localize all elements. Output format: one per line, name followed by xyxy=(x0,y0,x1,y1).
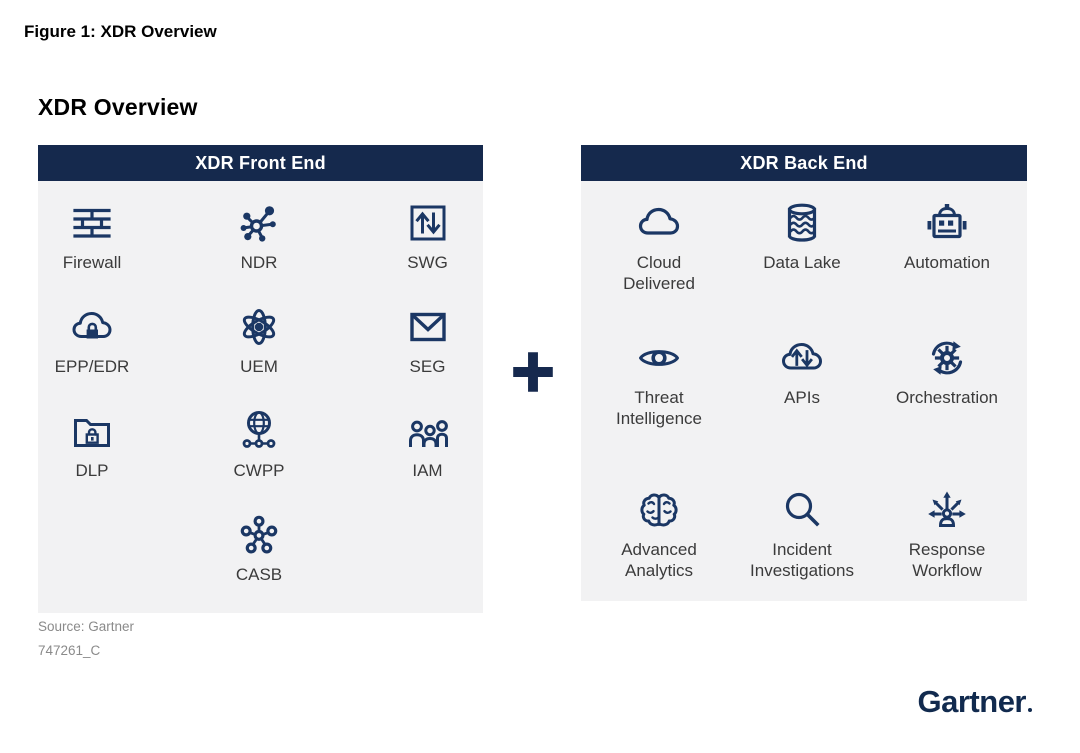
gear-cycle-icon xyxy=(923,334,971,382)
item-seg: SEG xyxy=(372,303,483,377)
item-label: Orchestration xyxy=(895,388,999,407)
item-response-workflow: Response Workflow xyxy=(867,486,1027,581)
back-row-2: Threat Intelligence APIs xyxy=(581,334,1027,429)
box-up-down-arrows-icon xyxy=(404,199,452,247)
cloud-arrows-icon xyxy=(778,334,826,382)
back-row-1: Cloud Delivered Data Lake xyxy=(581,199,1027,294)
item-iam: IAM xyxy=(372,407,483,481)
item-incident-investigations: Incident Investigations xyxy=(737,486,867,581)
globe-network-icon xyxy=(235,407,283,455)
item-label: Data Lake xyxy=(763,253,841,272)
magnifying-glass-icon xyxy=(778,486,826,534)
item-label: Incident Investigations xyxy=(750,540,854,580)
item-automation: Automation xyxy=(867,199,1027,294)
item-swg: SWG xyxy=(372,199,483,273)
registered-mark xyxy=(1028,708,1032,712)
item-label: UEM xyxy=(240,357,278,376)
item-ndr: NDR xyxy=(146,199,372,273)
front-row-1: Firewall xyxy=(38,199,483,273)
item-label: SEG xyxy=(409,357,446,376)
document-id: 747261_C xyxy=(38,643,101,658)
atom-icon xyxy=(235,303,283,351)
source-note: Source: Gartner xyxy=(38,619,135,634)
network-hub-icon xyxy=(235,199,283,247)
item-apis: APIs xyxy=(737,334,867,429)
people-group-icon xyxy=(404,407,452,455)
item-epp-edr: EPP/EDR xyxy=(38,303,146,377)
front-row-4: CASB xyxy=(38,511,483,585)
robot-icon xyxy=(923,199,971,247)
item-label: IAM xyxy=(412,461,443,480)
item-label: Automation xyxy=(904,253,990,272)
envelope-icon xyxy=(404,303,452,351)
item-cwpp: CWPP xyxy=(146,407,372,481)
item-label: SWG xyxy=(407,253,448,272)
folder-lock-icon xyxy=(68,407,116,455)
item-label: Cloud Delivered xyxy=(623,253,695,293)
item-label: DLP xyxy=(75,461,109,480)
front-end-body: Firewall xyxy=(38,181,483,613)
item-label: EPP/EDR xyxy=(54,357,130,376)
eye-icon xyxy=(635,334,683,382)
xdr-back-end-panel: XDR Back End Cloud Delivered xyxy=(581,145,1027,601)
figure-title: Figure 1: XDR Overview xyxy=(24,22,217,41)
item-dlp: DLP xyxy=(38,407,146,481)
plus-sign xyxy=(508,347,558,397)
item-label: Advanced Analytics xyxy=(621,540,697,580)
front-row-3: DLP CWPP xyxy=(38,407,483,481)
item-advanced-analytics: Advanced Analytics xyxy=(581,486,737,581)
back-end-body: Cloud Delivered Data Lake xyxy=(581,181,1027,601)
item-uem: UEM xyxy=(146,303,372,377)
item-label: CASB xyxy=(235,565,283,584)
database-waves-icon xyxy=(778,199,826,247)
item-label: Response Workflow xyxy=(908,540,986,580)
molecule-icon xyxy=(235,511,283,559)
front-row-2: EPP/EDR UEM xyxy=(38,303,483,377)
item-casb: CASB xyxy=(146,511,372,585)
gartner-logo-text: Gartner xyxy=(917,684,1027,719)
item-data-lake: Data Lake xyxy=(737,199,867,294)
gartner-logo: Gartner xyxy=(918,684,1032,720)
back-row-3: Advanced Analytics Incident Investigatio… xyxy=(581,486,1027,581)
cloud-icon xyxy=(635,199,683,247)
item-label: NDR xyxy=(240,253,278,272)
firewall-brick-wall-icon xyxy=(68,199,116,247)
item-label: Firewall xyxy=(62,253,122,272)
item-cloud-delivered: Cloud Delivered xyxy=(581,199,737,294)
cloud-lock-icon xyxy=(68,303,116,351)
xdr-front-end-panel: XDR Front End Firewall xyxy=(38,145,483,613)
diagram-title: XDR Overview xyxy=(38,94,198,120)
person-arrows-icon xyxy=(923,486,971,534)
front-end-header: XDR Front End xyxy=(38,145,483,181)
item-label: APIs xyxy=(784,388,820,407)
back-end-header: XDR Back End xyxy=(581,145,1027,181)
item-threat-intelligence: Threat Intelligence xyxy=(581,334,737,429)
brain-icon xyxy=(635,486,683,534)
item-label: CWPP xyxy=(233,461,285,480)
item-orchestration: Orchestration xyxy=(867,334,1027,429)
item-label: Threat Intelligence xyxy=(615,388,702,428)
item-firewall: Firewall xyxy=(38,199,146,273)
